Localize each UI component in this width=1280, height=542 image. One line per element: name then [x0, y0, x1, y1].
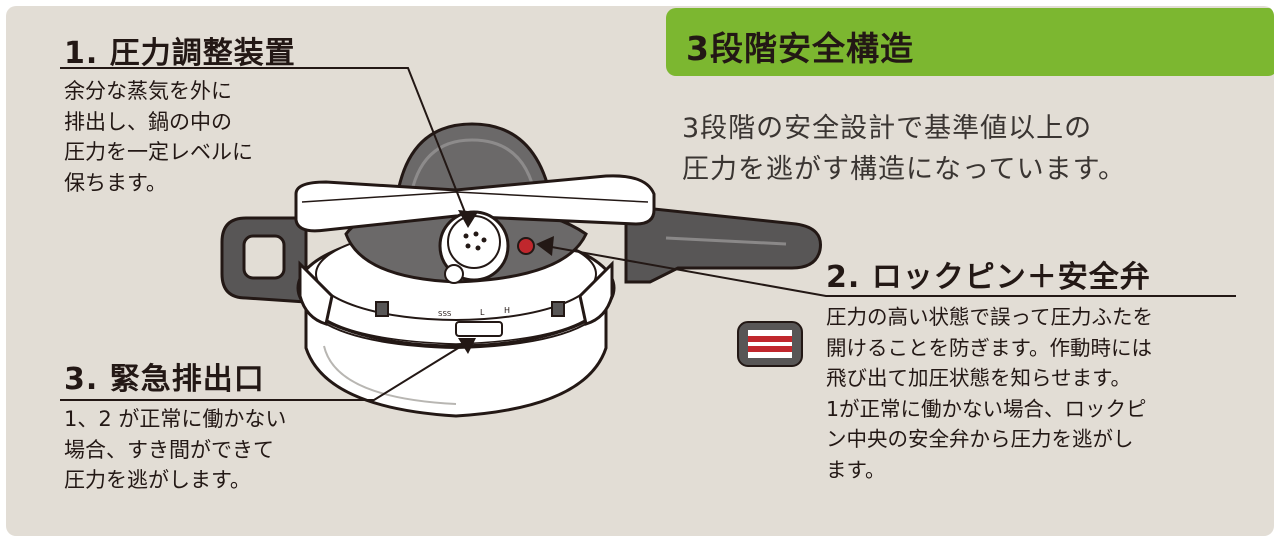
side-handle — [220, 216, 308, 304]
dial-label-l: L — [480, 308, 485, 317]
pressure-cooker-illustration — [60, 67, 1236, 418]
feature-2-body: 圧力の高い状態で誤って圧力ふたを 開けることを防ぎます。作動時には 飛び出て加圧… — [826, 305, 1153, 482]
feature-1-title: 1. 圧力調整装置 — [64, 36, 296, 71]
lid-clips — [298, 260, 614, 326]
pressure-regulator-valve — [438, 210, 510, 284]
main-handle — [624, 204, 822, 284]
safety-info-panel: H L SSS 3段階安全構造 3段階の安全設計で基準値以上の 圧力を逃がす構造… — [6, 6, 1274, 536]
banner-title: 3段階安全構造 — [686, 29, 914, 68]
intro-text: 3段階の安全設計で基準値以上の 圧力を逃がす構造になっています。 — [682, 113, 1126, 185]
dial-label-h: H — [504, 306, 511, 315]
feature-3-body: 1、2 が正常に働かない 場合、すき間ができて 圧力を逃がします。 — [64, 407, 287, 492]
feature-2-title: 2. ロックピン＋安全弁 — [826, 260, 1151, 295]
lock-pin — [517, 237, 535, 255]
lock-pin-indicator-icon — [737, 321, 803, 367]
emergency-vent — [455, 321, 503, 337]
feature-1-body: 余分な蒸気を外に 排出し、鍋の中の 圧力を一定レベルに 保ちます。 — [64, 79, 253, 195]
dial-label-steam: SSS — [438, 310, 452, 318]
feature-3-title: 3. 緊急排出口 — [64, 362, 265, 397]
callout-lines — [60, 67, 1236, 401]
section-banner — [666, 8, 1274, 76]
